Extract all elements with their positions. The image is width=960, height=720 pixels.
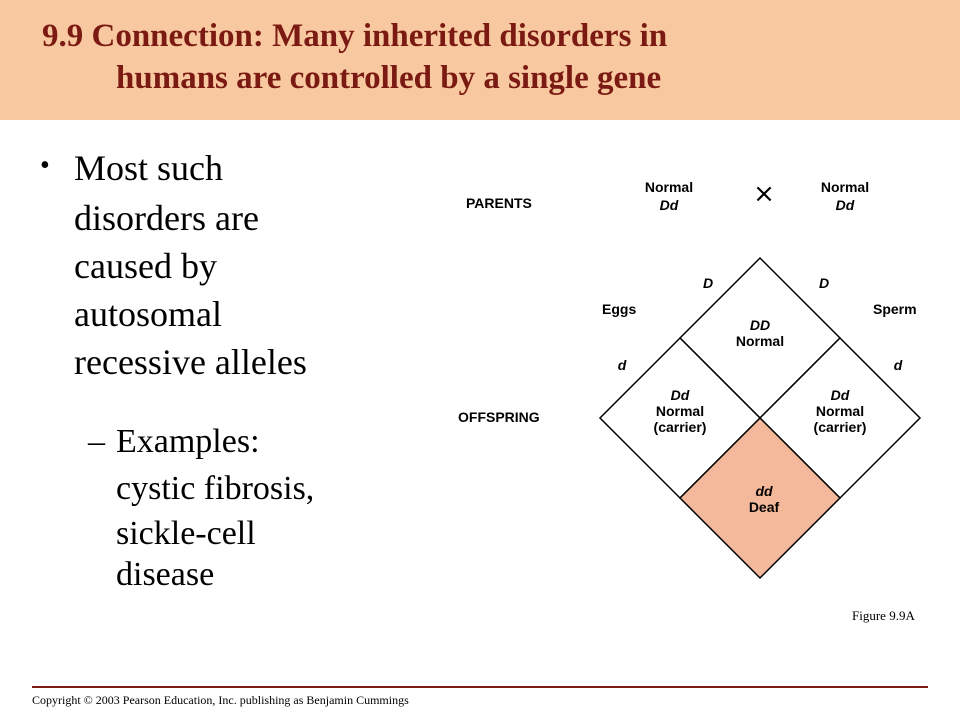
eggs-label: Eggs — [602, 301, 636, 317]
cell-top-phenotype: Normal — [736, 333, 784, 349]
parent1-phenotype: Normal — [645, 179, 693, 195]
bullet-line: disorders are — [74, 198, 259, 238]
footer-divider — [32, 686, 928, 688]
offspring-label: OFFSPRING — [458, 409, 540, 425]
cell-right-phenotype: Normal — [816, 403, 864, 419]
sperm-label: Sperm — [873, 301, 917, 317]
sub-bullet-marker: – — [88, 423, 105, 460]
bullet-line: recessive alleles — [74, 342, 307, 382]
figure-caption: Figure 9.9A — [852, 608, 915, 623]
cell-top-genotype: DD — [750, 317, 770, 333]
sub-bullet-line: sickle-cell — [116, 515, 256, 552]
parent2-phenotype: Normal — [821, 179, 869, 195]
bullet-list: • Most such disorders are caused by auto… — [0, 0, 400, 700]
punnett-cell-bottom — [678, 416, 842, 580]
egg-allele: d — [618, 357, 627, 373]
cell-bottom-genotype: dd — [755, 483, 773, 499]
bullet-marker: • — [40, 150, 50, 181]
cross-symbol: × — [753, 179, 775, 209]
cell-left-phenotype: Normal — [656, 403, 704, 419]
copyright-notice: Copyright © 2003 Pearson Education, Inc.… — [32, 693, 409, 707]
parent1-genotype: Dd — [660, 197, 679, 213]
cell-left-genotype: Dd — [671, 387, 690, 403]
bullet-line: caused by — [74, 246, 217, 286]
cell-bottom-phenotype: Deaf — [749, 499, 780, 515]
title-banner: 9.9 Connection: Many inherited disorders… — [0, 0, 960, 120]
egg-allele: D — [703, 275, 713, 291]
slide-title-line-2: humans are controlled by a single gene — [116, 60, 662, 96]
sub-bullet-line: Examples: — [116, 423, 260, 460]
bullet-line: Most such — [74, 148, 224, 188]
cell-right-note: (carrier) — [814, 419, 867, 435]
slide-title-line-1: 9.9 Connection: Many inherited disorders… — [42, 18, 668, 54]
parent2-genotype: Dd — [836, 197, 855, 213]
cell-left-note: (carrier) — [654, 419, 707, 435]
bullet-line: autosomal — [74, 294, 222, 334]
sub-bullet-line: cystic fibrosis, — [116, 470, 315, 507]
sperm-allele: d — [894, 357, 903, 373]
sperm-allele: D — [819, 275, 829, 291]
sub-bullet-line: disease — [116, 556, 215, 593]
cell-right-genotype: Dd — [831, 387, 850, 403]
parents-label: PARENTS — [466, 195, 532, 211]
